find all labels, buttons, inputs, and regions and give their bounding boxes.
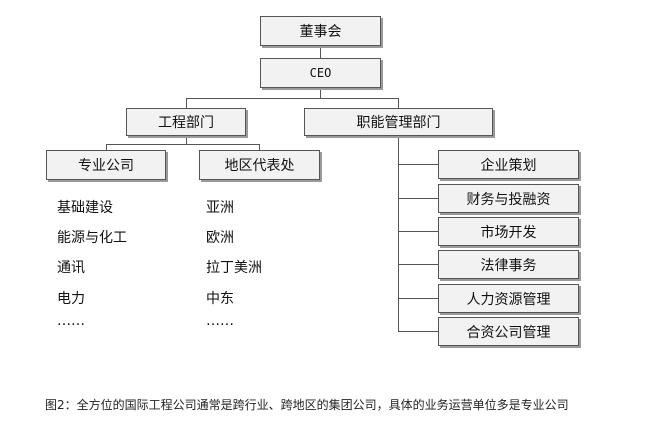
edge-functional-trunk: [398, 136, 399, 332]
functional-item-4: 法律事务: [438, 250, 579, 279]
regional-item-3: 拉丁美洲: [206, 260, 262, 276]
edge-level1-bar: [186, 98, 399, 99]
edge-to-regional: [259, 144, 260, 150]
functional-dept-node: 职能管理部门: [304, 108, 493, 136]
regional-office-node: 地区代表处: [199, 150, 320, 180]
edge-board-ceo: [320, 46, 321, 58]
edge-ceo-down: [320, 88, 321, 98]
specialist-item-5: ……: [57, 313, 85, 329]
edge-func-branch-4: [398, 264, 438, 265]
specialist-company-node: 专业公司: [46, 150, 166, 180]
ceo-node: CEO: [260, 58, 381, 88]
functional-item-3: 市场开发: [438, 217, 579, 246]
board-node: 董事会: [260, 16, 381, 46]
functional-item-2: 财务与投融资: [438, 184, 579, 213]
functional-item-6: 合资公司管理: [438, 317, 579, 346]
regional-item-5: ……: [206, 313, 234, 329]
edge-func-branch-6: [398, 331, 438, 332]
regional-item-4: 中东: [206, 291, 234, 307]
figure-caption: 图2：全方位的国际工程公司通常是跨行业、跨地区的集团公司，具体的业务运营单位多是…: [45, 398, 569, 412]
edge-func-branch-5: [398, 298, 438, 299]
edge-func-branch-3: [398, 231, 438, 232]
edge-level2-bar: [106, 144, 260, 145]
edge-func-branch-1: [398, 164, 438, 165]
specialist-item-2: 能源与化工: [57, 230, 127, 246]
edge-to-engineering: [186, 98, 187, 108]
edge-to-functional: [398, 98, 399, 108]
edge-engineering-down: [186, 136, 187, 144]
edge-func-branch-2: [398, 198, 438, 199]
specialist-item-4: 电力: [57, 291, 85, 307]
functional-item-5: 人力资源管理: [438, 284, 579, 313]
engineering-dept-node: 工程部门: [126, 108, 246, 136]
edge-to-specialist: [106, 144, 107, 150]
functional-item-1: 企业策划: [438, 150, 579, 179]
regional-item-2: 欧洲: [206, 230, 234, 246]
regional-item-1: 亚洲: [206, 200, 234, 216]
specialist-item-1: 基础建设: [57, 200, 113, 216]
specialist-item-3: 通讯: [57, 260, 85, 276]
